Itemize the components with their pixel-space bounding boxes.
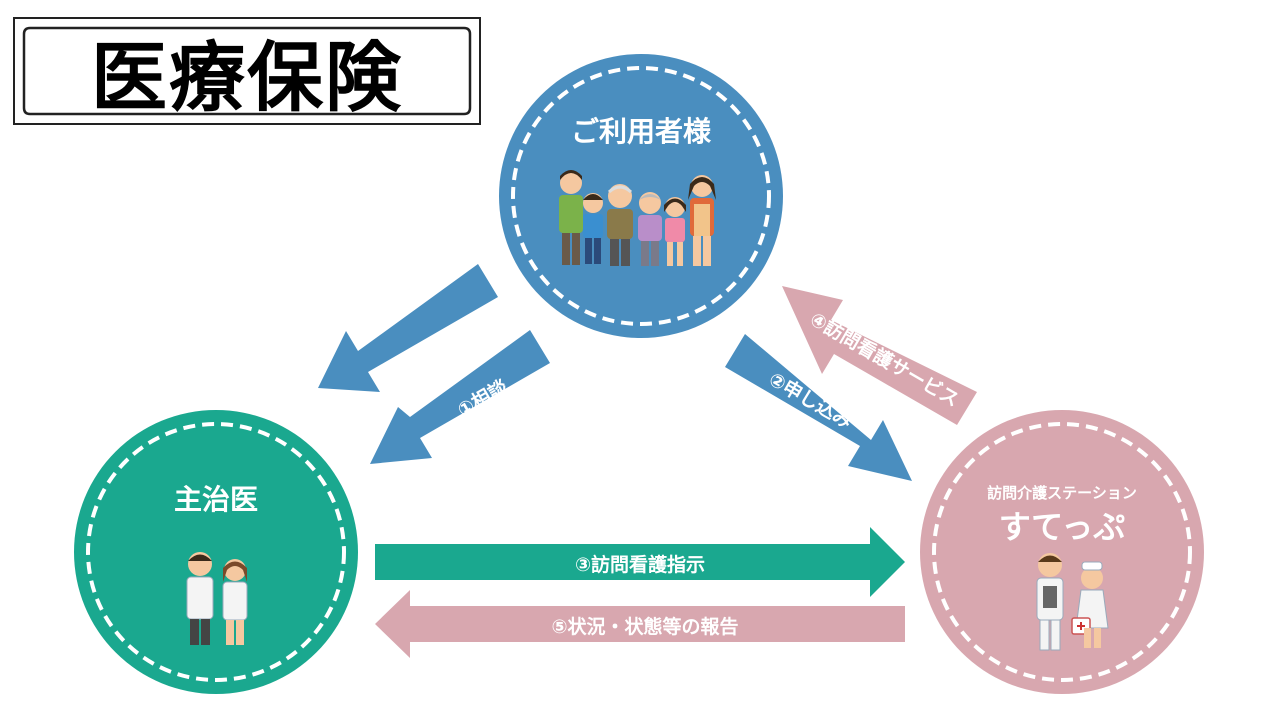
arrow-instruction (375, 527, 905, 597)
page-title: 医療保険 (91, 33, 403, 122)
station-circle (920, 410, 1204, 694)
doctor-label: 主治医 (173, 483, 258, 516)
station-sublabel: 訪問介護ステーション (987, 484, 1137, 502)
arrow-apply (725, 334, 912, 481)
family-icon (559, 170, 716, 266)
user-circle (499, 54, 783, 338)
arrow-instruction-label: ③訪問看護指示 (574, 554, 706, 576)
title-frame (13, 17, 481, 125)
arrow-report (375, 590, 905, 658)
doctor-circle (74, 410, 358, 694)
arrow-consult (370, 330, 550, 464)
arrow-report-label: ⑤状況・状態等の報告 (551, 616, 739, 638)
station-label: すてっぷ (998, 508, 1126, 546)
arrow-service (782, 286, 977, 425)
user-label: ご利用者様 (570, 115, 711, 148)
doctor-nurse-icon (186, 552, 248, 645)
home-nurse-icon (1036, 553, 1109, 651)
arrow-regular-visit (318, 264, 498, 392)
